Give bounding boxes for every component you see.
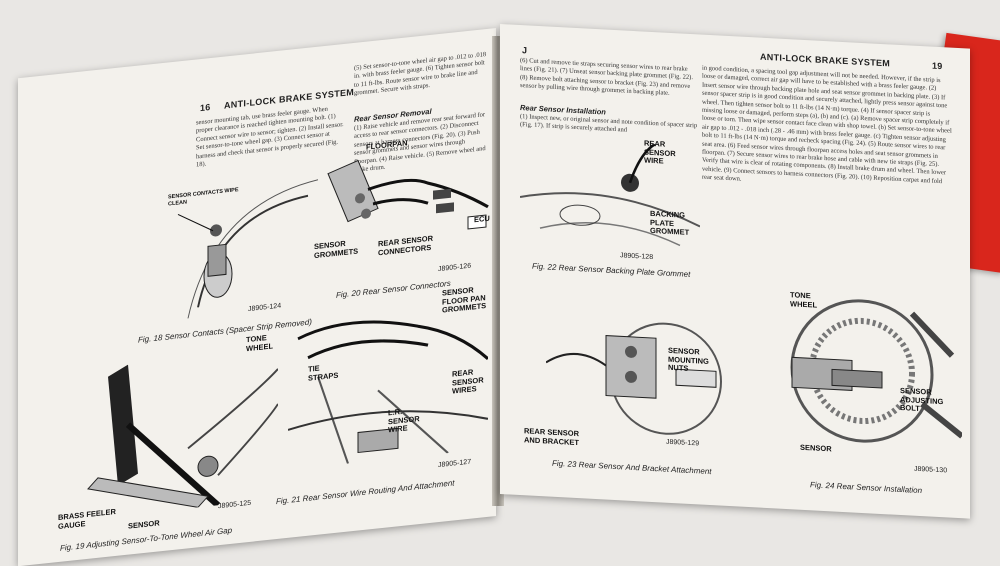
figure-22 (520, 137, 700, 256)
fig23-caption: Fig. 23 Rear Sensor And Bracket Attachme… (552, 458, 712, 477)
fig19-label-sensor: SENSOR (128, 518, 160, 531)
left-page: 16 ANTI-LOCK BRAKE SYSTEM sensor mountin… (18, 28, 496, 566)
fig24-label-tone-wheel: TONE WHEEL (790, 290, 818, 310)
fig21-label-rear-wires: REAR SENSOR WIRES (452, 367, 484, 396)
fig22-label-grommet: BACKING PLATE GROMMET (650, 208, 690, 237)
fig22-label-wire: REAR SENSOR WIRE (644, 138, 676, 166)
fig21-label-lr-wire: L.R. SENSOR WIRE (388, 406, 420, 435)
fig24-code: J8905-130 (914, 465, 948, 475)
right-page-header: ANTI-LOCK BRAKE SYSTEM (760, 51, 891, 69)
figure-24 (762, 286, 962, 456)
fig24-label-sensor: SENSOR (800, 442, 832, 454)
fig23-label-nuts: SENSOR MOUNTING NUTS (668, 345, 709, 373)
fig23-label-bracket: REAR SENSOR AND BRACKET (524, 426, 580, 447)
fig21-label-grommets: SENSOR FLOOR PAN GROMMETS (442, 285, 487, 315)
fig20-label-ecu: ECU (474, 213, 490, 225)
fig22-caption: Fig. 22 Rear Sensor Backing Plate Gromme… (532, 261, 691, 279)
fig24-label-adjusting-bolt: SENSOR ADJUSTING BOLT (900, 385, 944, 414)
fig24-caption: Fig. 24 Rear Sensor Installation (810, 480, 923, 496)
fig20-caption: Fig. 20 Rear Sensor Connectors (336, 278, 451, 300)
fig19-caption: Fig. 19 Adjusting Sensor-To-Tone Wheel A… (60, 525, 233, 553)
open-manual: 16 ANTI-LOCK BRAKE SYSTEM sensor mountin… (18, 8, 978, 566)
fig19-label-tone-wheel: TONE WHEEL (246, 333, 274, 353)
figure-20 (318, 136, 496, 285)
left-page-number: 16 (200, 101, 211, 114)
right-text-col2: in good condition, a spacing tool gap ad… (702, 64, 952, 186)
fig21-code: J8905-127 (438, 458, 472, 470)
figure-23 (546, 302, 736, 442)
fig21-caption: Fig. 21 Rear Sensor Wire Routing And Att… (276, 478, 455, 507)
left-text-col2: (5) Set sensor-to-tone wheel air gap to … (354, 51, 487, 98)
figure-19 (68, 349, 278, 521)
fig19-label-feeler: BRASS FEELER GAUGE (58, 506, 116, 531)
right-page-number: 19 (932, 60, 943, 72)
right-page-marker: J (522, 45, 528, 56)
right-text-col1b: (1) Inspect new, or original sensor and … (520, 113, 698, 135)
fig23-code: J8905-129 (666, 438, 700, 448)
right-page: J ANTI-LOCK BRAKE SYSTEM 19 (6) Cut and … (500, 24, 970, 519)
figure-21 (288, 299, 488, 470)
right-text-col1: (6) Cut and remove tie straps securing s… (520, 57, 693, 98)
fig22-code: J8905-128 (620, 252, 654, 262)
figure-18 (158, 175, 318, 328)
